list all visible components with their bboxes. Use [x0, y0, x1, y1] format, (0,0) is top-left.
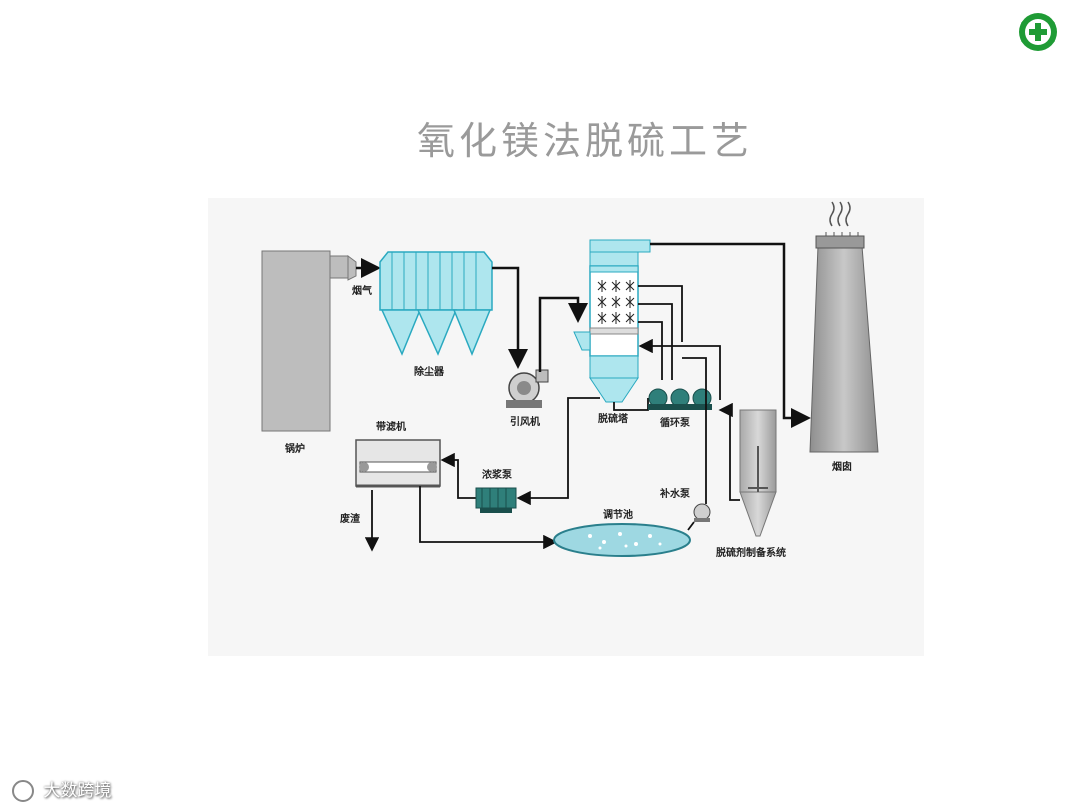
circulation-pumps	[648, 388, 712, 410]
flue-gas-label: 烟气	[352, 284, 372, 297]
belt-filter-label: 带滤机	[376, 420, 406, 433]
chimney-label: 烟囱	[832, 460, 852, 473]
slurry-pump	[475, 487, 517, 513]
watermark: 大数跨境	[12, 776, 111, 802]
watermark-text: 大数跨境	[43, 781, 112, 801]
dust-collector-label: 除尘器	[414, 365, 445, 378]
regulating-pool	[553, 523, 691, 557]
induced-fan	[506, 369, 549, 408]
boiler-label: 锅炉	[285, 442, 305, 455]
desulfurization-tower	[573, 239, 651, 403]
desulfurizer-tank	[739, 409, 777, 537]
waste-residue-label: 废渣	[340, 512, 361, 525]
desulfurizer-system-label: 脱硫剂制备系统	[716, 546, 786, 559]
chimney	[809, 201, 879, 453]
makeup-pump	[693, 503, 711, 522]
desulfurization-tower-label: 脱硫塔	[598, 412, 629, 425]
page-title: 氧化镁法脱硫工艺	[416, 119, 753, 163]
logo-icon	[1019, 13, 1057, 51]
makeup-pump-label: 补水泵	[659, 487, 691, 500]
boiler	[261, 250, 357, 432]
slurry-pump-label: 浓浆泵	[482, 468, 513, 481]
induced-fan-label: 引风机	[510, 415, 540, 428]
watermark-icon	[12, 780, 34, 802]
belt-filter	[355, 439, 441, 488]
regulating-pool-label: 调节池	[603, 508, 633, 521]
circulation-pump-label: 循环泵	[660, 416, 691, 429]
dust-collector	[379, 251, 493, 356]
